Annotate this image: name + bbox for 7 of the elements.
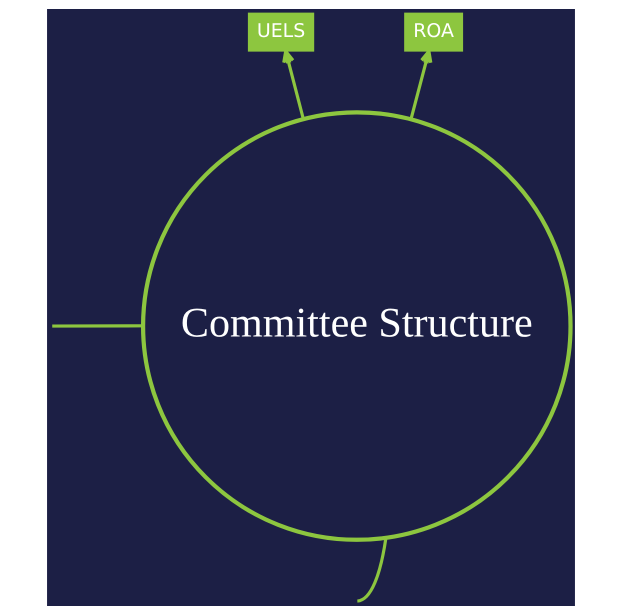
arrow <box>282 49 305 119</box>
node-box: ROA <box>404 12 464 52</box>
arrow <box>410 49 432 119</box>
node-circle: Committee Structure <box>140 110 573 542</box>
connector <box>357 538 388 602</box>
node-box: UELS <box>248 12 314 52</box>
connector <box>52 324 143 328</box>
